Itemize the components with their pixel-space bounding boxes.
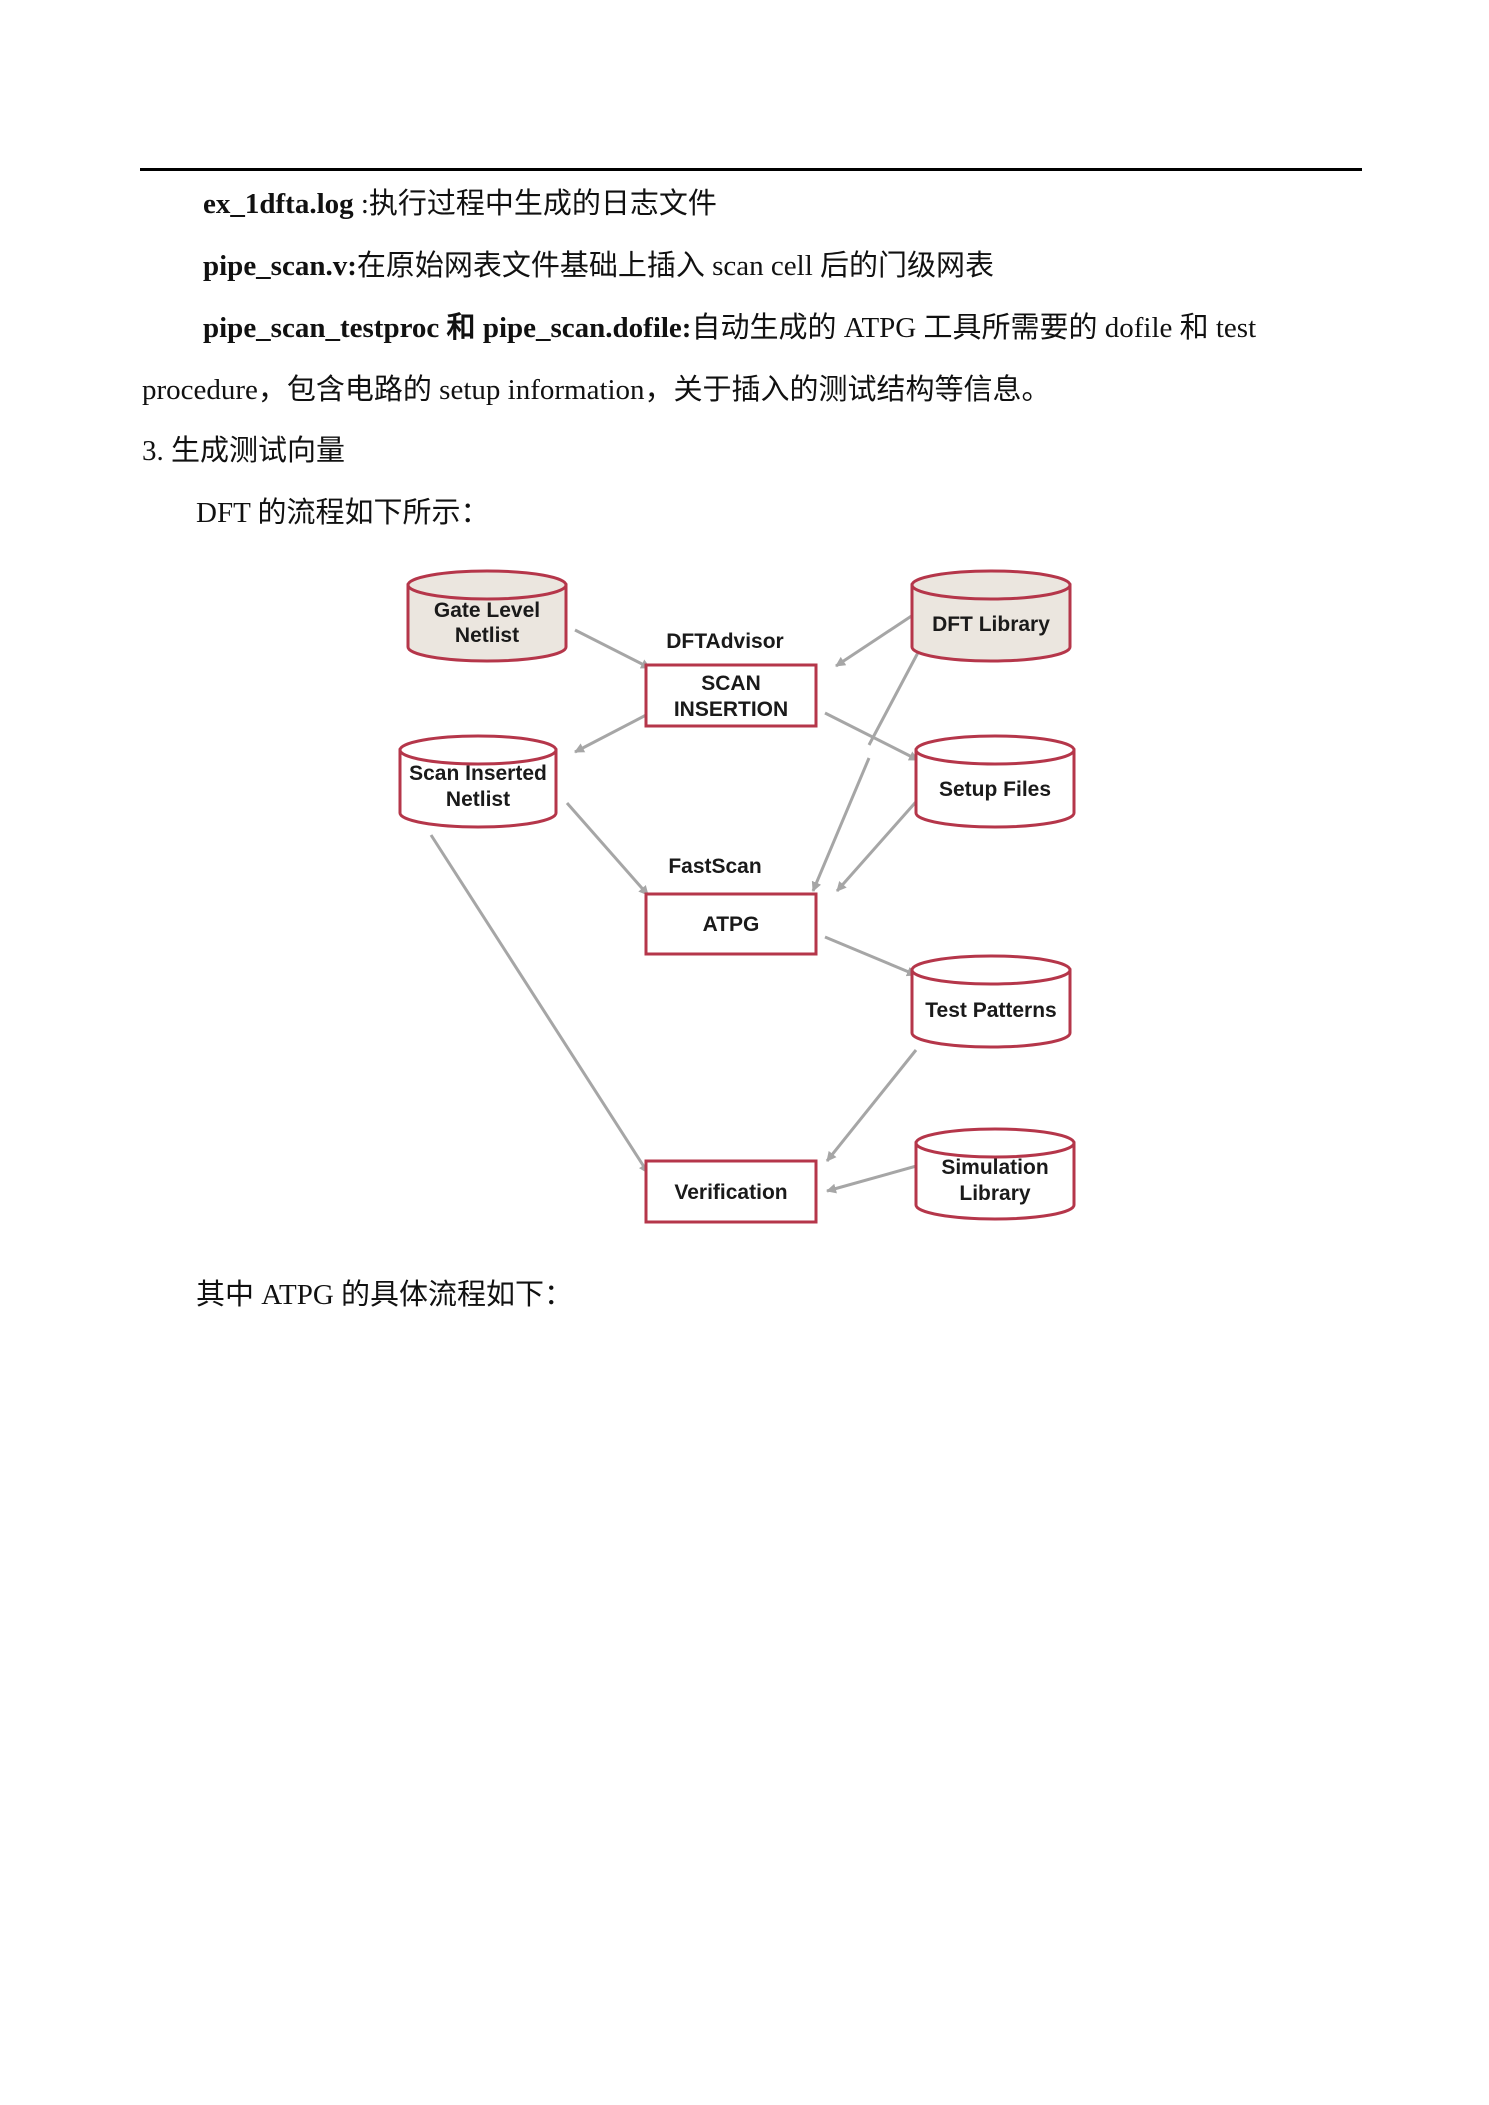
verification-label: Verification [674,1181,787,1204]
paragraph-dofile-continued: procedure，包含电路的 setup information，关于插入的测… [142,374,1051,406]
desc-scan-netlist: 在原始网表文件基础上插入 scan cell 后的门级网表 [356,250,995,282]
test-patterns-label: Test Patterns [925,999,1057,1022]
dftadvisor-label: DFTAdvisor [666,630,783,653]
arrow-scan-to-inserted-netlist [574,711,651,754]
simulation-library-label-1: Simulation [941,1156,1048,1179]
dft-library-label: DFT Library [932,613,1050,636]
arrow-netlist-to-scan [574,628,651,670]
fastscan-label: FastScan [668,855,761,878]
atpg-box: ATPG [644,892,818,956]
simulation-library-cylinder: Simulation Library [914,1127,1076,1221]
test-patterns-cylinder: Test Patterns [910,954,1072,1049]
simulation-library-label-2: Library [959,1182,1031,1205]
scan-insertion-label-2: INSERTION [674,698,788,721]
scan-insertion-box: SCAN INSERTION [644,663,818,728]
atpg-flow-intro: 其中 ATPG 的具体流程如下： [196,1279,574,1311]
gate-level-netlist-label-2: Netlist [455,624,519,647]
term-scan-netlist: pipe_scan.v: [203,250,357,282]
desc-log-file: :执行过程中生成的日志文件 [353,188,717,220]
arrow-simlib-to-verification [826,1163,921,1194]
paragraph-scan-netlist: pipe_scan.v:在原始网表文件基础上插入 scan cell 后的门级网… [203,248,994,284]
section-heading: 3. 生成测试向量 [142,435,346,467]
flow-intro: DFT 的流程如下所示： [196,497,490,529]
scan-inserted-netlist-label-1: Scan Inserted [409,762,547,785]
scan-inserted-netlist-label-2: Netlist [446,788,510,811]
flow-arrows [429,613,924,1194]
arrow-dftlib-to-atpg [867,644,924,746]
term-dofile: pipe_scan.dofile: [482,312,692,344]
verification-box: Verification [644,1159,818,1224]
term-log-file: ex_1dfta.log [203,188,354,220]
scan-inserted-netlist-cylinder: Scan Inserted Netlist [398,734,558,829]
dft-flow-diagram: Gate Level Netlist DFT Library DFTAdviso… [398,569,1076,1224]
term-conjunction: 和 [439,312,483,344]
arrow-atpg-to-test-patterns [824,935,917,977]
gate-level-netlist-label-1: Gate Level [434,599,540,622]
arrow-dftlib-to-atpg-b [811,757,871,892]
desc-dofile: 自动生成的 ATPG 工具所需要的 dofile 和 test [691,312,1257,344]
arrow-setup-to-atpg [835,794,924,892]
arrow-scan-to-setup [824,711,919,762]
arrow-inserted-netlist-to-atpg [565,802,650,896]
arrow-test-patterns-to-verification [825,1049,918,1162]
setup-files-cylinder: Setup Files [914,734,1076,829]
arrow-inserted-netlist-to-verification [429,834,650,1174]
atpg-label: ATPG [703,913,760,936]
scan-insertion-label-1: SCAN [701,672,761,695]
dft-library-cylinder: DFT Library [910,569,1072,663]
header-rule [140,168,1362,171]
paragraph-log-file: ex_1dfta.log :执行过程中生成的日志文件 [203,186,717,222]
paragraph-dofile: pipe_scan_testproc 和 pipe_scan.dofile:自动… [203,310,1256,346]
setup-files-label: Setup Files [939,778,1051,801]
arrow-dftlib-to-scan [835,613,914,668]
term-testproc: pipe_scan_testproc [203,312,440,344]
gate-level-netlist-cylinder: Gate Level Netlist [406,569,568,663]
